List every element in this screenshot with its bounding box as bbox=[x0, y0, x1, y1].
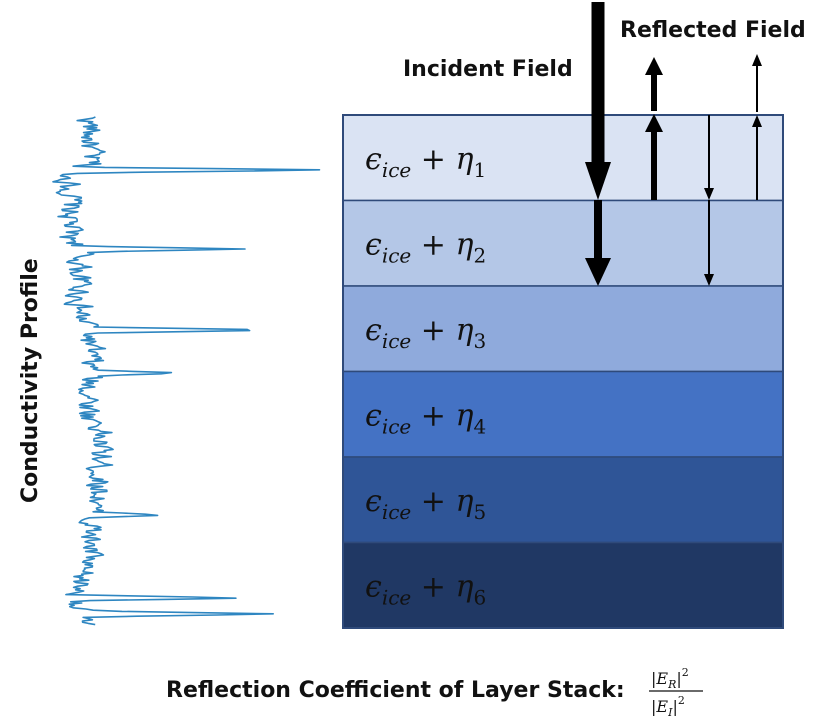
thin-down-arrow-1-head bbox=[704, 188, 714, 200]
layer-5 bbox=[342, 456, 784, 544]
layer-stack: ϵice + η1 ϵice + η2 ϵice + η3 ϵice + η4 ϵice… bbox=[342, 114, 784, 629]
conductivity-profile-trace bbox=[52, 116, 321, 626]
thin-down-arrow-1-shaft bbox=[708, 115, 710, 188]
layer-4-expression: ϵice + η4 bbox=[365, 398, 486, 438]
reflected-arrow-2-upper-shaft bbox=[756, 66, 758, 112]
layer-5-expression: ϵice + η5 bbox=[365, 484, 486, 524]
layer-6-expression: ϵice + η6 bbox=[365, 569, 486, 609]
transmitted-arrow-head bbox=[585, 258, 611, 286]
layer-4 bbox=[342, 370, 784, 458]
layer-1-expression: ϵice + η1 bbox=[365, 142, 486, 182]
reflected-arrow-2-lower-shaft bbox=[756, 127, 758, 200]
reflected-field-label: Reflected Field bbox=[620, 18, 806, 43]
reflection-coefficient-caption: Reflection Coefficient of Layer Stack: bbox=[166, 678, 625, 703]
layer-3 bbox=[342, 285, 784, 373]
thin-down-arrow-2-shaft bbox=[708, 200, 710, 274]
incident-arrow-shaft bbox=[591, 2, 605, 162]
layer-3-expression: ϵice + η3 bbox=[365, 313, 486, 353]
reflected-arrow-1-lower-head bbox=[645, 114, 663, 132]
incident-arrow-head bbox=[585, 162, 611, 200]
formula-numerator: |ER|2 bbox=[651, 666, 689, 691]
reflection-coefficient-formula: |ER|2 |EI|2 bbox=[649, 666, 703, 719]
layer-stack-border bbox=[342, 114, 784, 629]
reflected-arrow-1-upper-head bbox=[645, 57, 663, 75]
conductivity-profile-label: Conductivity Profile bbox=[18, 258, 43, 503]
reflected-arrow-2-lower-head bbox=[752, 115, 762, 127]
field-arrows bbox=[585, 2, 762, 286]
layer-2-expression: ϵice + η2 bbox=[365, 227, 486, 267]
layer-6 bbox=[342, 541, 784, 629]
reflected-arrow-2-upper-head bbox=[752, 54, 762, 66]
formula-denominator: |EI|2 bbox=[651, 694, 685, 719]
incident-field-label: Incident Field bbox=[403, 57, 573, 82]
transmitted-arrow-shaft bbox=[594, 200, 602, 258]
thin-down-arrow-2-head bbox=[704, 274, 714, 286]
reflected-arrow-1-lower-shaft bbox=[651, 132, 657, 200]
reflected-arrow-1-upper-shaft bbox=[651, 75, 657, 111]
